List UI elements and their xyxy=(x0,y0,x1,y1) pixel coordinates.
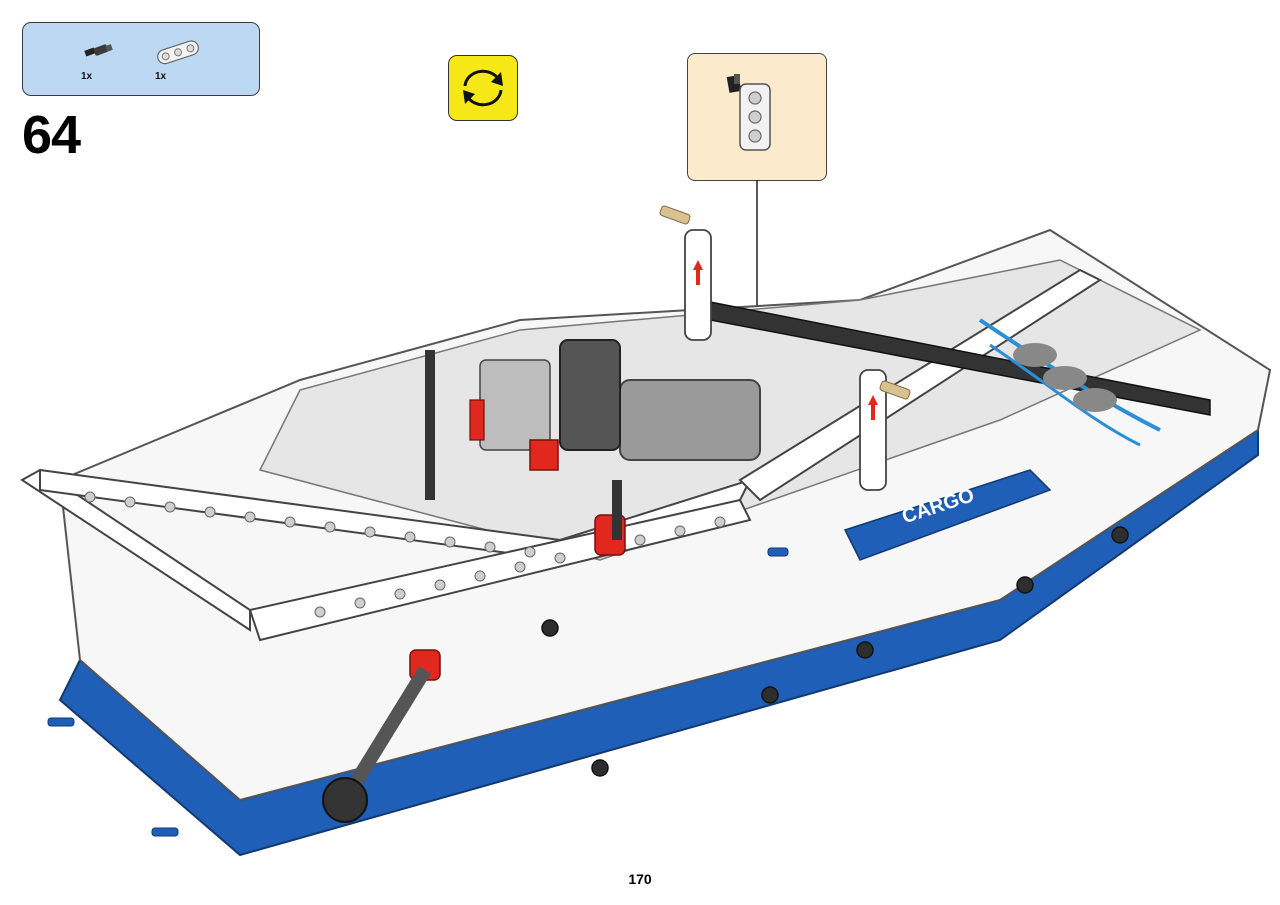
beam-part-icon xyxy=(157,40,199,65)
cargo-decal-panel xyxy=(843,469,1052,561)
axle-pin-part-icon xyxy=(84,44,113,57)
vertical-axle-mid xyxy=(612,480,622,540)
red-pin xyxy=(469,399,485,441)
grabber-arm xyxy=(339,666,431,804)
page-number: 170 xyxy=(628,871,652,887)
rotate-model-icon xyxy=(448,55,518,121)
part-beam: 1x xyxy=(155,37,203,82)
mechanism-frame xyxy=(479,359,551,451)
rear-frame-beam xyxy=(738,268,1103,502)
part-qty: 1x xyxy=(155,71,167,82)
motor-block xyxy=(619,379,761,461)
red-connector xyxy=(529,439,559,471)
part-qty: 1x xyxy=(81,71,93,82)
parts-list-box: 1x 1x xyxy=(22,22,260,96)
bottom-pins xyxy=(541,526,1129,777)
gearbox-block xyxy=(559,339,621,451)
upright-beam-front xyxy=(859,369,887,491)
callout-box xyxy=(687,53,827,181)
vertical-axle-left xyxy=(425,350,435,500)
callout-beam-with-pin-icon xyxy=(726,74,771,151)
part-axle-pin: 1x xyxy=(81,37,115,82)
grabber-claw xyxy=(322,777,368,823)
step-number: 64 xyxy=(22,105,81,165)
